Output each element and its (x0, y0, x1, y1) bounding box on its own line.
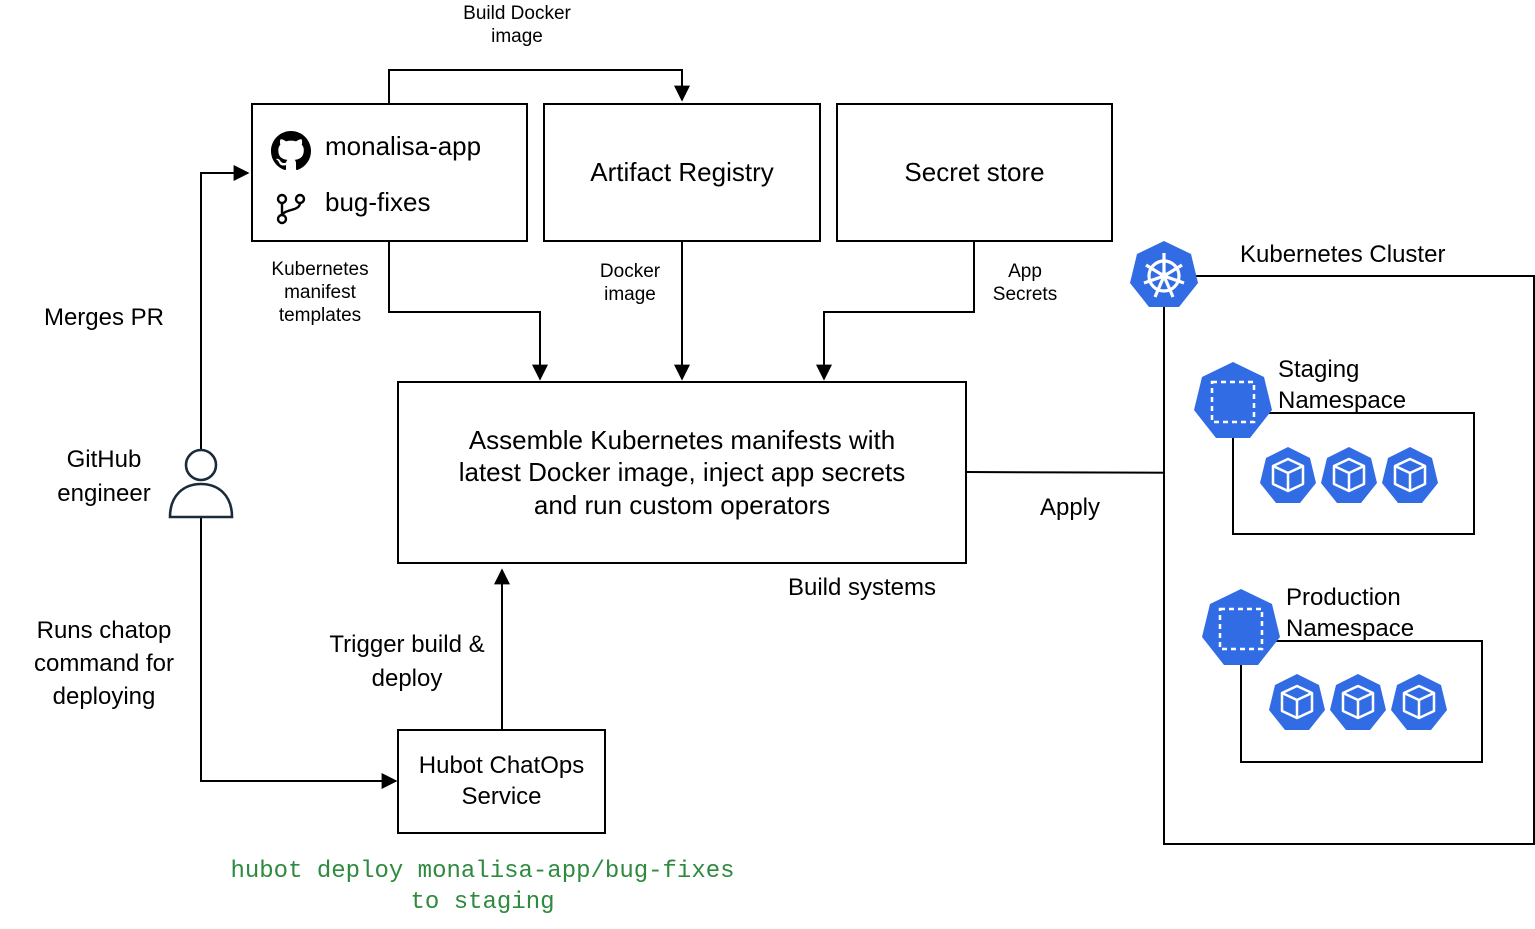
namespace-icon (1202, 589, 1280, 665)
label-build-systems: Build systems (787, 574, 937, 601)
pod-icon[interactable] (1268, 673, 1326, 731)
actor-label: GitHub engineer (57, 446, 151, 507)
edge-app-secrets (816, 241, 975, 381)
pod-icon[interactable] (1329, 673, 1387, 731)
git-branch-icon (276, 193, 306, 225)
artifact-registry-box[interactable]: Artifact Registry (543, 103, 821, 242)
edge-runs-chatop (200, 516, 398, 789)
branch-name: bug-fixes (325, 187, 431, 217)
deploy-command-line1: hubot deploy monalisa-app/bug-fixes (230, 858, 735, 885)
pod-icon[interactable] (1320, 446, 1378, 504)
label-runs-chatop: Runs chatop command for deploying (33, 617, 175, 711)
production-namespace-label: Production Namespace (1286, 584, 1415, 643)
kubernetes-icon (1130, 241, 1198, 307)
label-manifest-templates: Kubernetes manifest templates (271, 259, 369, 327)
secret-store-label: Secret store (904, 157, 1045, 187)
assemble-box[interactable]: Assemble Kubernetes manifests with lates… (397, 381, 967, 564)
label-trigger-build: Trigger build & deploy (329, 631, 485, 692)
hubot-box[interactable]: Hubot ChatOps Service (397, 729, 606, 834)
label-merges-pr: Merges PR (43, 304, 165, 331)
label-build-docker-image: Build Docker image (463, 3, 571, 48)
repo-box[interactable]: monalisa-app bug-fixes (251, 103, 528, 242)
pod-icon[interactable] (1259, 446, 1317, 504)
secret-store-box[interactable]: Secret store (836, 103, 1113, 242)
user-icon (168, 448, 234, 519)
edge-manifest-templates (388, 241, 548, 381)
edge-merges-pr (200, 165, 250, 450)
deploy-command-line2: to staging (410, 888, 555, 916)
staging-namespace-label: Staging Namespace (1278, 356, 1407, 415)
deploy-command: hubot deploy monalisa-app/bug-fixes to s… (200, 857, 765, 918)
artifact-registry-label: Artifact Registry (590, 157, 774, 187)
edge-build-docker-image (388, 69, 690, 103)
pod-icon[interactable] (1390, 673, 1448, 731)
cluster-label: Kubernetes Cluster (1240, 241, 1446, 268)
label-app-secrets: App Secrets (992, 261, 1058, 306)
hubot-label: Hubot ChatOps Service (418, 751, 585, 810)
repo-name: monalisa-app (325, 131, 482, 161)
assemble-label: Assemble Kubernetes manifests with lates… (458, 424, 906, 520)
label-docker-image: Docker image (599, 261, 661, 306)
pod-icon[interactable] (1381, 446, 1439, 504)
label-apply: Apply (1039, 494, 1101, 521)
namespace-icon (1194, 362, 1272, 438)
github-icon (271, 131, 311, 171)
